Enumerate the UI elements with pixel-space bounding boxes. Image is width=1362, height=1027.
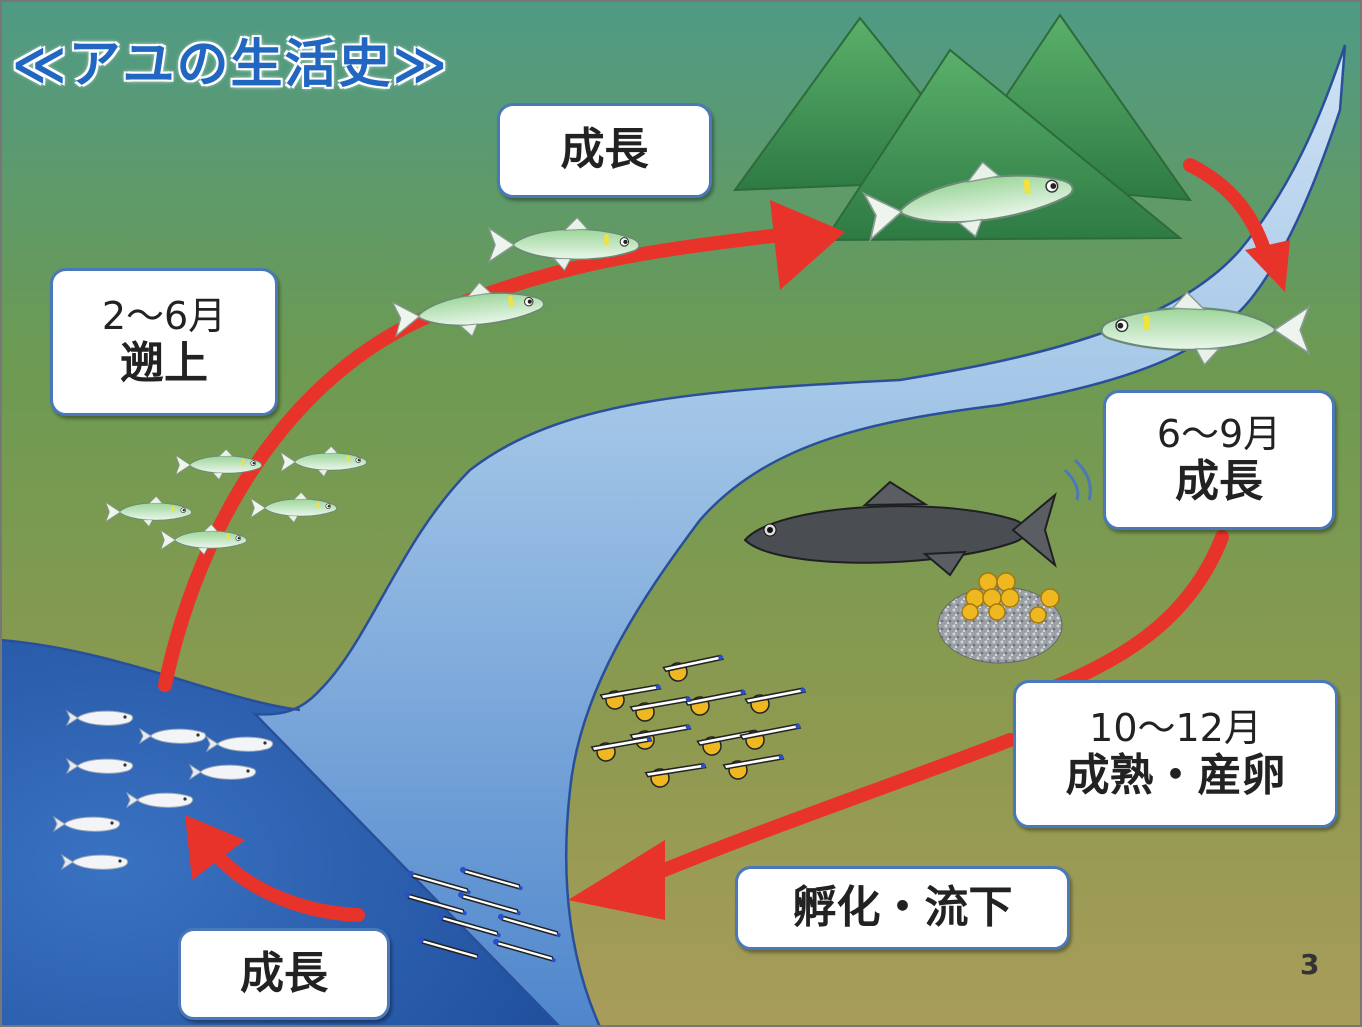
label-ascent-stage: 遡上 (120, 337, 208, 389)
page-title: ≪アユの生活史≫ (12, 35, 449, 95)
dark-spawning-fish-icon (743, 458, 1092, 577)
arrow-autumn-to-hatch (633, 733, 1017, 887)
label-summer-growth: 6〜9月 成長 (1103, 390, 1335, 530)
arrow-heads (185, 200, 1290, 920)
river (251, 44, 1347, 1027)
label-autumn-period: 10〜12月 (1089, 705, 1262, 750)
label-hatch-stage: 孵化・流下 (792, 881, 1013, 933)
label-sea-growth-text: 成長 (240, 947, 328, 999)
mountain-icon (732, 13, 1193, 242)
label-ascent: 2〜6月 遡上 (50, 268, 278, 416)
page-number: 3 (1300, 948, 1320, 981)
label-summer-period: 6〜9月 (1156, 411, 1282, 456)
label-autumn-stage: 成熟・産卵 (1065, 749, 1286, 801)
label-upstream-growth-text: 成長 (560, 124, 649, 176)
label-summer-stage: 成長 (1175, 455, 1263, 507)
label-sea-growth: 成長 (178, 928, 390, 1020)
label-hatch-drift: 孵化・流下 (735, 866, 1070, 950)
label-ascent-period: 2〜6月 (101, 293, 227, 338)
label-maturation-spawning: 10〜12月 成熟・産卵 (1013, 680, 1338, 828)
label-upstream-growth: 成長 (497, 103, 712, 198)
egg-cluster-icon (937, 572, 1063, 664)
